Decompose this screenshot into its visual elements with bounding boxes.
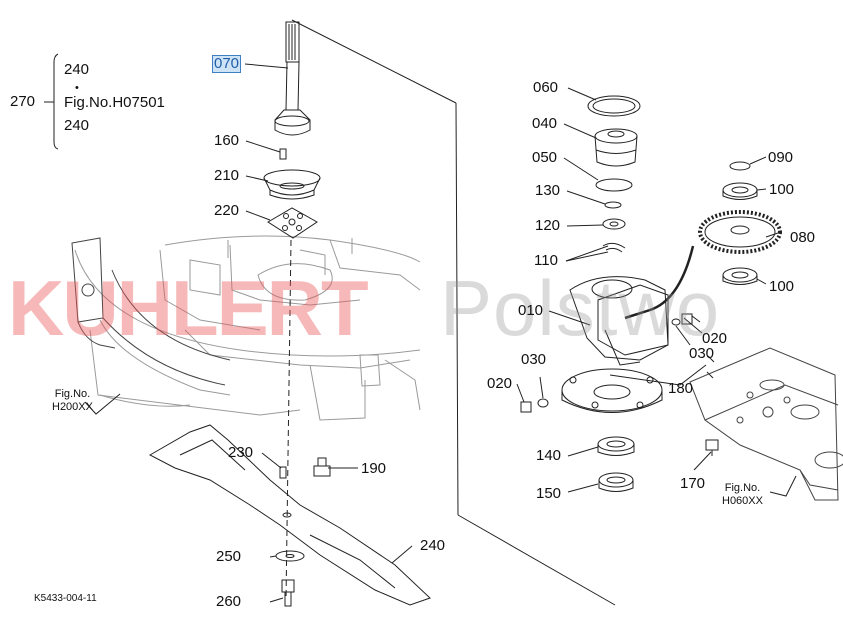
shaft-070 — [274, 21, 311, 136]
cup-210 — [263, 169, 321, 200]
part-label-160[interactable]: 160 — [214, 132, 240, 149]
part-label-040[interactable]: 040 — [532, 115, 558, 132]
bolt-260 — [281, 579, 295, 607]
part-label-050[interactable]: 050 — [532, 149, 558, 166]
frame-line — [455, 102, 459, 516]
snap-ring-060 — [587, 95, 641, 117]
part-label-100-bottom[interactable]: 100 — [769, 278, 795, 295]
ref-figure-link[interactable]: Fig.No.H07501 — [64, 94, 165, 111]
reference-bracket — [44, 53, 59, 150]
part-label-220[interactable]: 220 — [214, 202, 240, 219]
part-label-030-left[interactable]: 030 — [521, 351, 547, 368]
ref-bottom-label: 240 — [64, 117, 90, 134]
drawing-code: K5433-004-11 — [34, 593, 97, 604]
deck-lip — [71, 237, 231, 386]
part-label-070[interactable]: 070 — [212, 55, 242, 73]
part-label-110[interactable]: 110 — [534, 252, 558, 269]
pin-180 — [706, 355, 715, 379]
gear-insert-arrow — [624, 245, 695, 320]
key-160 — [279, 148, 287, 160]
part-label-120[interactable]: 120 — [535, 217, 561, 234]
washer-090 — [729, 161, 751, 171]
seal-150 — [598, 472, 634, 492]
washer-030-right — [671, 318, 681, 326]
part-label-210[interactable]: 210 — [214, 167, 240, 184]
part-label-130[interactable]: 130 — [535, 182, 561, 199]
part-label-010[interactable]: 010 — [518, 302, 544, 319]
part-label-230[interactable]: 230 — [228, 444, 254, 461]
seal-120 — [602, 218, 626, 230]
ref-dot: • — [75, 82, 79, 94]
bearing-040 — [594, 128, 638, 167]
part-label-190[interactable]: 190 — [361, 460, 387, 477]
part-label-090[interactable]: 090 — [768, 149, 794, 166]
part-label-080[interactable]: 080 — [790, 229, 816, 246]
oring-130 — [604, 201, 622, 209]
fig-ref-gearbox[interactable]: Fig.No. H060XX — [722, 482, 763, 507]
part-label-180[interactable]: 180 — [668, 380, 694, 397]
part-label-020-left[interactable]: 020 — [487, 375, 513, 392]
mower-deck — [74, 235, 421, 421]
part-label-100-top[interactable]: 100 — [769, 181, 795, 198]
frame-line — [457, 514, 616, 606]
part-label-240[interactable]: 240 — [420, 537, 446, 554]
bolt-170 — [705, 439, 719, 456]
bearing-100-bottom — [722, 267, 758, 285]
gearbox-housing-010 — [561, 276, 669, 413]
bearing-140 — [597, 436, 635, 456]
washer-030-left — [537, 398, 549, 408]
ref-top-label: 240 — [64, 61, 90, 78]
part-label-030-right[interactable]: 030 — [689, 345, 715, 362]
gearbox-frame — [689, 347, 843, 501]
bolt-020-left — [520, 401, 532, 413]
circlip-110 — [602, 242, 626, 253]
leader-lines — [84, 63, 797, 603]
screw-230 — [279, 466, 287, 479]
part-label-020-right[interactable]: 020 — [702, 330, 728, 347]
part-label-260[interactable]: 260 — [216, 593, 242, 610]
frame-line — [291, 19, 457, 104]
fig-ref-deck[interactable]: Fig.No. H200XX — [52, 388, 93, 413]
part-label-140[interactable]: 140 — [536, 447, 562, 464]
blade-240 — [148, 424, 431, 606]
bolt-020-right — [681, 313, 701, 325]
gear-080 — [698, 210, 782, 254]
ref-main-label: 270 — [10, 93, 36, 110]
center-axis — [285, 239, 292, 601]
part-label-060[interactable]: 060 — [533, 79, 559, 96]
bearing-100-top — [722, 182, 758, 200]
oring-050 — [595, 178, 633, 192]
washer-250 — [275, 550, 305, 562]
part-label-150[interactable]: 150 — [536, 485, 562, 502]
part-label-170[interactable]: 170 — [680, 475, 706, 492]
bolt-190 — [313, 457, 331, 477]
plate-220 — [267, 207, 318, 239]
part-label-250[interactable]: 250 — [216, 548, 242, 565]
